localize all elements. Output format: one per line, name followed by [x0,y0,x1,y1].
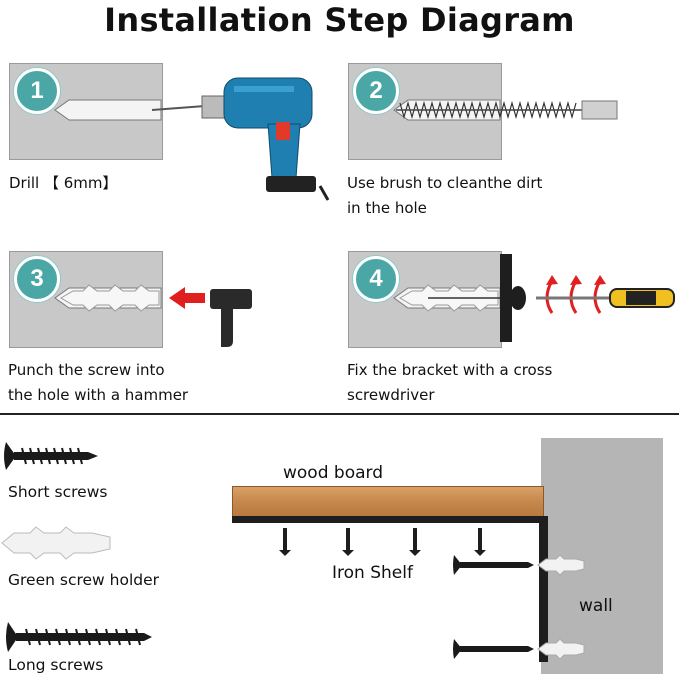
step-2-caption-line-1: Use brush to cleanthe dirt [347,174,543,192]
cleaning-brush-graphic [393,99,618,121]
wood-board [232,486,544,518]
step-1-caption-line-1: Drill 【 6mm】 [9,174,118,192]
step-2-badge: 2 [353,68,399,114]
step-3-caption-line-1: Punch the screw into [8,361,165,379]
screw-holder-insert-graphic [54,284,252,347]
screwdriver-fix-graphic [393,254,675,342]
drill-icon [151,77,330,201]
step-4-badge: 4 [353,256,399,302]
iron-shelf-label: Iron Shelf [332,563,413,583]
long-screws-label: Long screws [8,656,104,674]
section-divider [0,413,679,415]
step-3-badge: 3 [14,256,60,302]
short-screws-in-board [279,528,486,556]
step-4-caption: Fix the bracket with a cross screwdriver [347,358,552,408]
drill-hole-graphic [54,99,162,121]
wall-screw-upper [453,554,585,576]
step-2-caption: Use brush to cleanthe dirt in the hole [347,171,542,221]
step-2-caption-line-2: in the hole [347,199,427,217]
wall-screw-lower [453,638,585,660]
long-screw-icon [6,622,152,652]
short-screws-label: Short screws [8,483,108,501]
wall-label: wall [579,596,613,616]
short-screw-icon [4,442,98,470]
iron-shelf-bracket [232,516,548,662]
screw-holder-label: Green screw holder [8,571,159,589]
step-1-badge: 1 [14,68,60,114]
step-4-caption-line-1: Fix the bracket with a cross [347,361,553,379]
step-4-caption-line-2: screwdriver [347,386,435,404]
step-3-caption-line-2: the hole with a hammer [8,386,189,404]
screw-holder-icon [1,526,111,560]
step-1-caption: Drill 【 6mm】 [9,171,118,196]
page-title: Installation Step Diagram [104,1,575,39]
step-3-caption: Punch the screw into the hole with a ham… [8,358,188,408]
wood-board-label: wood board [283,463,383,483]
